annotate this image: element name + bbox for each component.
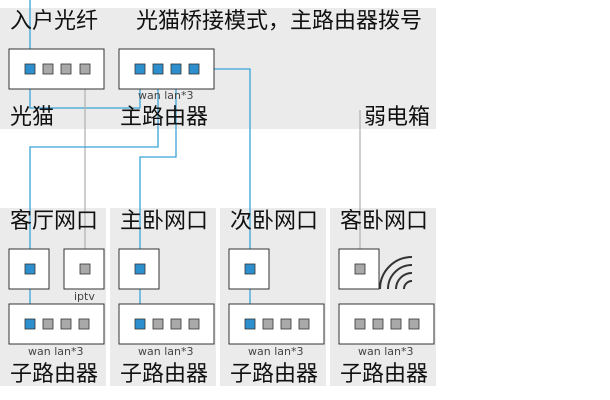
sub-router-guest [338,303,435,345]
room-label: 主卧网口 [120,209,208,234]
wall-socket-guest [338,248,380,290]
sub-router-label: 子路由器 [230,362,318,387]
modem-port [42,63,54,75]
master-bedroom-panel [110,208,216,386]
wall-socket-living [8,248,50,290]
main-router-lan-port [170,63,182,75]
wifi-icon [379,256,413,290]
main-router-ports-label: wan lan*3 [138,89,193,102]
modem-iptv-port [79,63,91,75]
wall-socket-second [228,248,270,290]
modem-port [60,63,72,75]
living-room-cable [29,69,159,324]
main-router [118,48,215,90]
fiber-label: 入户光纤 [10,9,98,34]
sub-router-ports-label: wan lan*3 [28,345,83,358]
sub-router-master [118,303,215,345]
main-router-lan-port [152,63,164,75]
mode-label: 光猫桥接模式，主路由器拨号 [136,9,422,34]
modem-label: 光猫 [10,105,54,130]
sub-router-label: 子路由器 [340,362,428,387]
second-bedroom-panel [220,208,326,386]
room-label: 次卧网口 [230,209,318,234]
sub-router-ports-label: wan lan*3 [358,345,413,358]
sub-router-living [8,303,105,345]
sub-router-label: 子路由器 [120,362,208,387]
wall-socket-master [118,248,160,290]
living-room-panel [0,208,106,386]
iptv-socket [63,248,105,290]
sub-router-ports-label: wan lan*3 [248,345,303,358]
sub-router-label: 子路由器 [10,362,98,387]
guest-bedroom-panel [330,208,436,386]
room-label: 客卧网口 [340,209,428,234]
weak-box-label: 弱电箱 [364,105,430,130]
sub-router-ports-label: wan lan*3 [138,345,193,358]
modem-port-active [24,63,36,75]
iptv-label: iptv [74,290,95,303]
room-label: 客厅网口 [10,209,98,234]
optical-modem [8,48,105,90]
main-router-label: 主路由器 [120,105,208,130]
main-router-wan-port [134,63,146,75]
main-router-lan-port [188,63,200,75]
master-bedroom-cable [139,69,177,324]
sub-router-second [228,303,325,345]
